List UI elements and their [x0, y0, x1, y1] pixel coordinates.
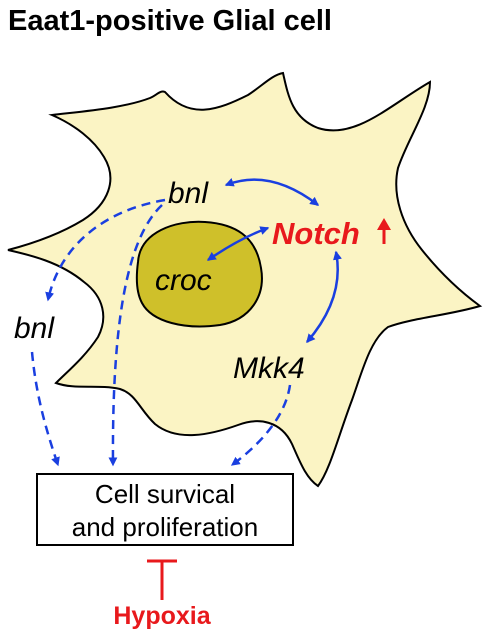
outer-bnl-to-outcome-arrow [30, 351, 60, 467]
notch-label: Notch [272, 216, 360, 251]
bnl-label-inner: bnl [168, 177, 209, 210]
croc-label: croc [155, 264, 212, 297]
outcome-line-2: and proliferation [72, 512, 258, 542]
notch-mkk4-arrow [306, 250, 342, 344]
outcome-line-1: Cell survical [95, 479, 235, 509]
bnl-label-outer: bnl [14, 312, 55, 345]
outcome-box: Cell survical and proliferation [36, 473, 294, 546]
mkk4-label: Mkk4 [233, 352, 305, 385]
croc-notch-arrow [206, 226, 270, 262]
diagram-title: Eaat1-positive Glial cell [8, 5, 332, 37]
up-arrow-icon [377, 218, 391, 244]
mkk4-to-outcome-arrow [230, 384, 292, 467]
bnl-to-outer-bnl-arrow [45, 198, 166, 302]
bnl-notch-arrow [224, 178, 320, 206]
inhibition-bar [147, 559, 177, 600]
hypoxia-label: Hypoxia [113, 602, 211, 630]
bnl-to-outcome-arrow [108, 204, 163, 467]
